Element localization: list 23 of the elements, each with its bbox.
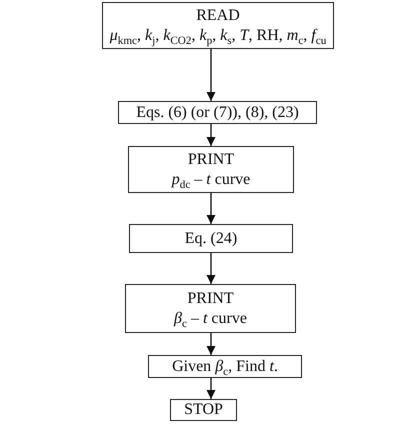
box-text: β$_{c}$ – t curve: [174, 308, 247, 328]
process-box: [102, 2, 334, 49]
process-box: [128, 146, 294, 193]
process-box: [125, 284, 296, 333]
process-box: [148, 355, 302, 378]
box-text: Given β$_{c}$, Find t.: [172, 356, 278, 376]
arrow: [206, 124, 216, 146]
box-text: p$_{dc}$ – t curve: [172, 170, 250, 189]
process-box: [129, 224, 293, 253]
box-text: PRINT: [188, 150, 234, 170]
arrow: [206, 378, 216, 399]
arrow: [206, 193, 216, 224]
process-box: [118, 101, 317, 124]
arrow: [206, 49, 216, 101]
box-text: Eq. (24): [184, 228, 238, 248]
process-box: [170, 399, 237, 421]
box-text: μ$_{kmc}$, k$_{j}$, k$_{CO2}$, k$_{p}$, k$_{s}$, T, RH, m$_{c}$, f$_{cu}$: [110, 26, 326, 45]
box-text: READ: [196, 6, 240, 26]
box-text: STOP: [184, 400, 223, 420]
arrow: [206, 333, 216, 355]
box-text: Eqs. (6) (or (7)), (8), (23): [136, 102, 299, 122]
arrow: [206, 253, 216, 284]
box-text: PRINT: [187, 289, 234, 308]
